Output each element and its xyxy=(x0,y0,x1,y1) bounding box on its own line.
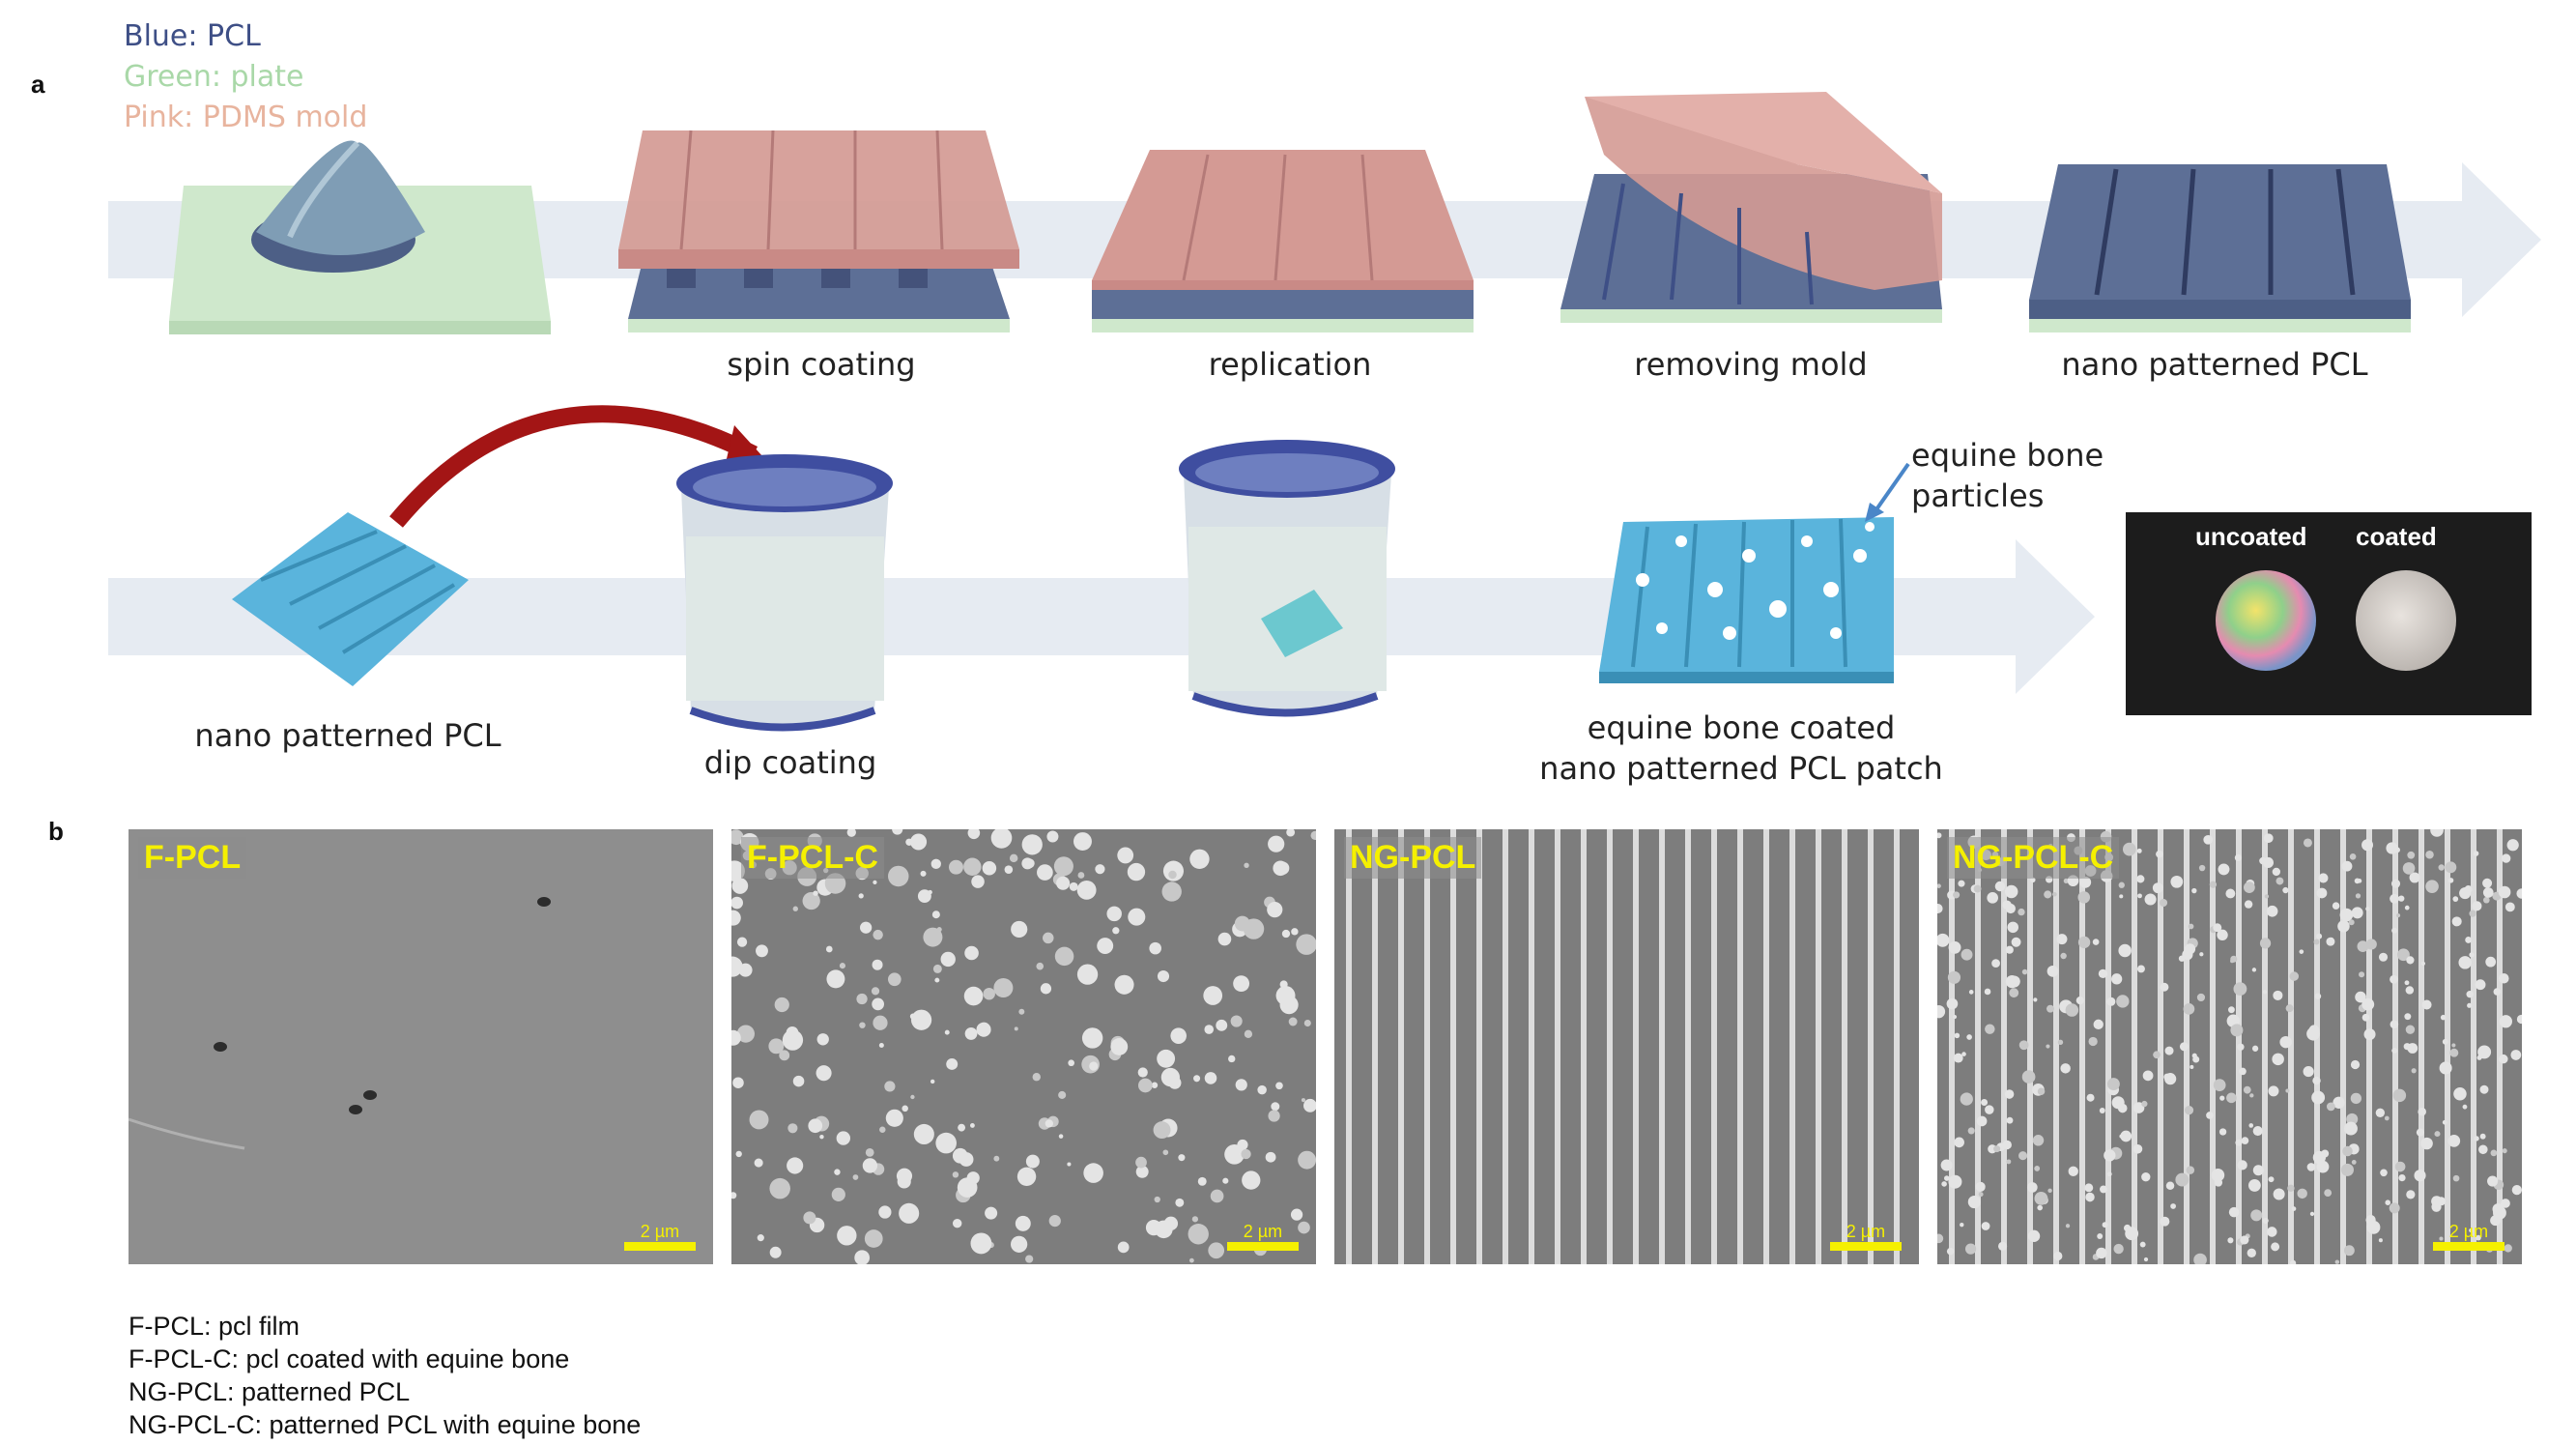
particles-callout-label: equine bone particles xyxy=(1911,435,2104,516)
panel-label-b: b xyxy=(48,817,64,847)
sem-texture xyxy=(731,829,1316,1264)
sem-image-ng-pcl: NG-PCL 2 µm xyxy=(1334,829,1919,1264)
step-label-spin-coating: spin coating xyxy=(727,346,915,383)
step-label-patterned-pcl: nano patterned PCL xyxy=(2061,346,2367,383)
sem-image-f-pcl-c: F-PCL-C 2 µm xyxy=(731,829,1316,1264)
replication-illustration xyxy=(1092,150,1474,332)
sem-title: F-PCL xyxy=(138,837,246,879)
sem-title: NG-PCL-C xyxy=(1947,837,2119,879)
disc-photo: uncoated coated xyxy=(2126,512,2532,715)
coated-disc xyxy=(2356,570,2456,671)
abbreviation-definitions: F-PCL: pcl film F-PCL-C: pcl coated with… xyxy=(129,1310,641,1441)
removing-mold-illustration xyxy=(1560,92,1942,323)
droplet-on-plate xyxy=(169,140,551,334)
definition-line: F-PCL-C: pcl coated with equine bone xyxy=(129,1343,641,1375)
scale-bar: 2 µm xyxy=(624,1222,696,1251)
sem-title: NG-PCL xyxy=(1344,837,1481,879)
step-label-dip-coating: dip coating xyxy=(704,744,877,781)
uncoated-disc xyxy=(2216,570,2316,671)
sem-image-f-pcl: F-PCL 2 µm xyxy=(129,829,713,1264)
patterned-pcl-illustration xyxy=(2029,164,2411,332)
step-label-replication: replication xyxy=(1209,346,1372,383)
sem-title: F-PCL-C xyxy=(741,837,884,879)
pcl-film-illustration xyxy=(232,512,469,686)
sem-texture xyxy=(1334,829,1919,1264)
scale-bar: 2 µm xyxy=(1227,1222,1299,1251)
beaker-empty xyxy=(676,454,893,728)
sem-texture xyxy=(1937,829,2522,1264)
step-label-removing-mold: removing mold xyxy=(1634,346,1867,383)
particles-callout-arrow xyxy=(1875,464,1908,512)
scale-bar: 2 µm xyxy=(2433,1222,2504,1251)
beaker-with-film xyxy=(1179,440,1395,713)
sem-texture xyxy=(129,829,713,1264)
coated-patch-illustration xyxy=(1599,517,1894,683)
step-label-coated-patch: equine bone coated nano patterned PCL pa… xyxy=(1539,708,1943,789)
definition-line: F-PCL: pcl film xyxy=(129,1310,641,1343)
scale-bar: 2 µm xyxy=(1830,1222,1902,1251)
definition-line: NG-PCL-C: patterned PCL with equine bone xyxy=(129,1408,641,1441)
step-label-film: nano patterned PCL xyxy=(194,717,501,754)
spin-coating-illustration xyxy=(618,130,1019,332)
sem-image-ng-pcl-c: NG-PCL-C 2 µm xyxy=(1937,829,2522,1264)
definition-line: NG-PCL: patterned PCL xyxy=(129,1375,641,1408)
